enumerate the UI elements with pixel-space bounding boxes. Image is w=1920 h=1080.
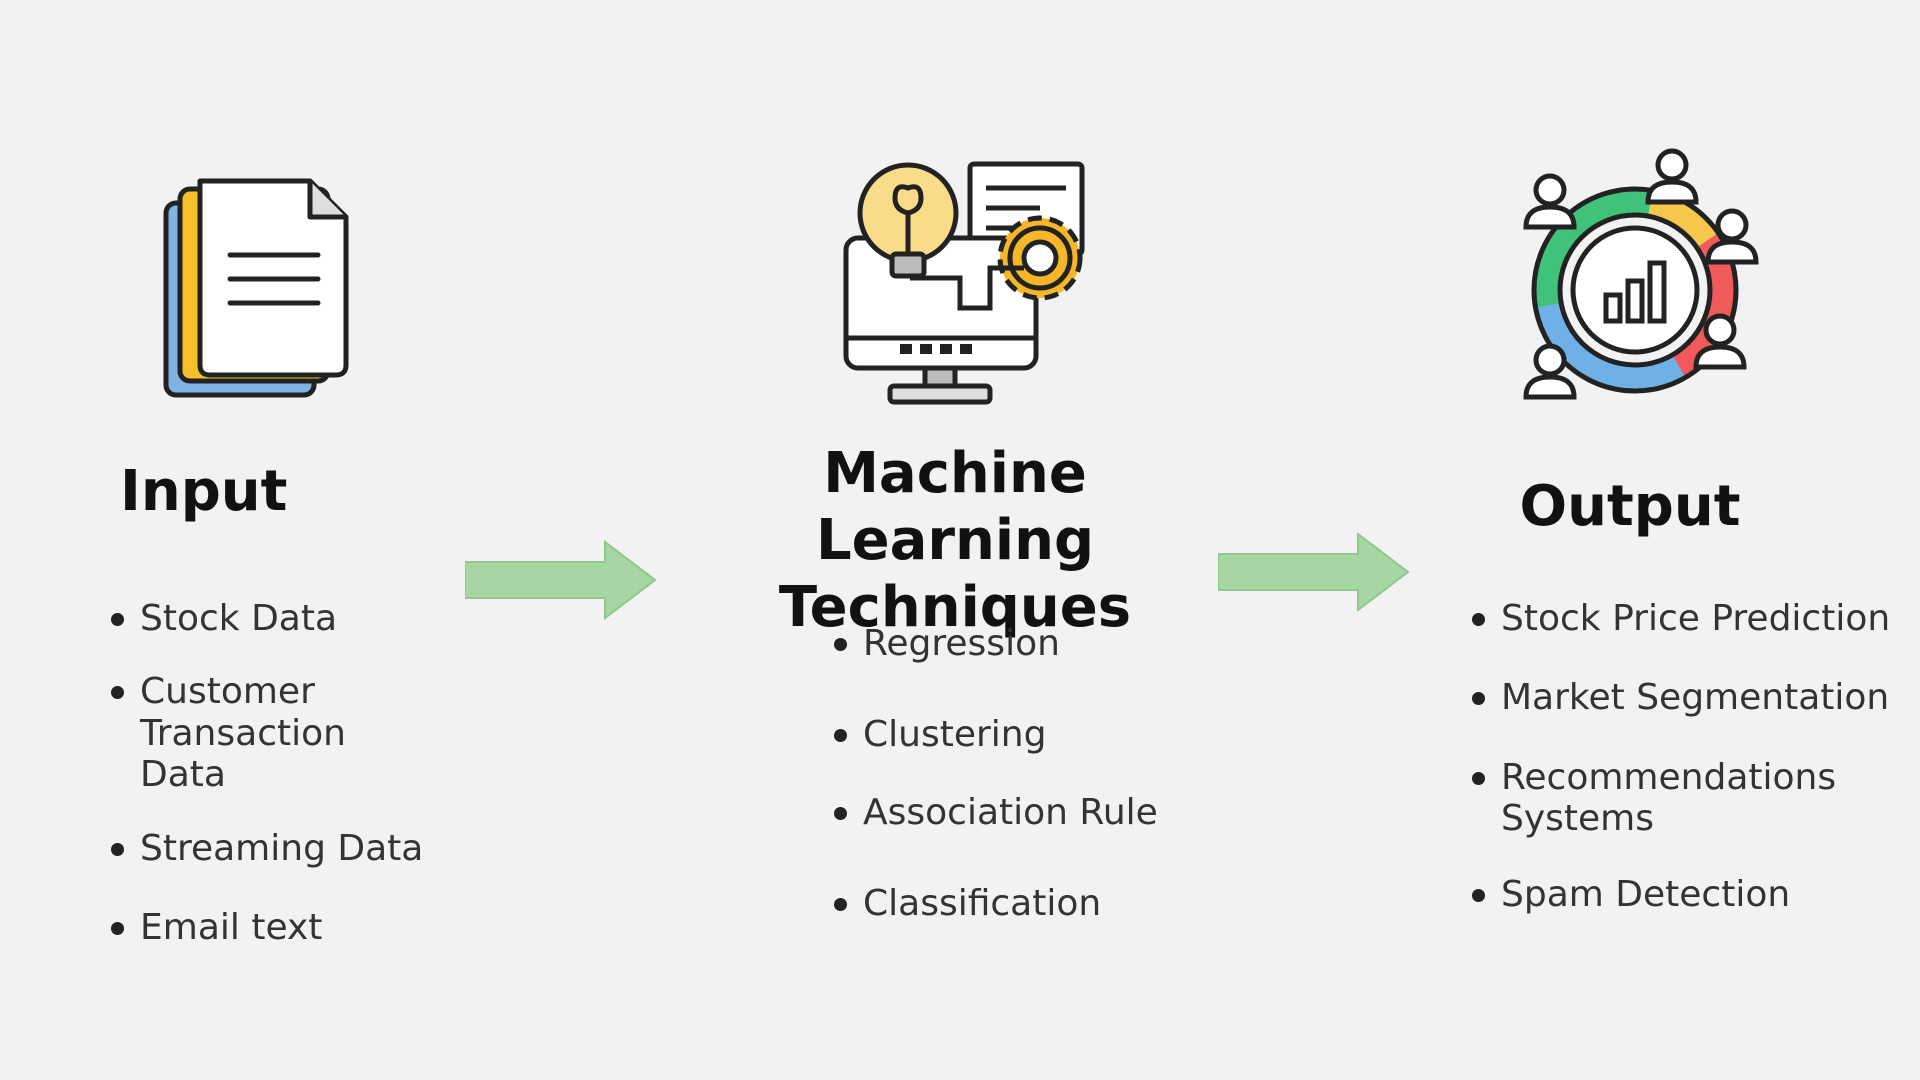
ml-title-line-2: Techniques <box>778 575 1132 641</box>
list-item-label: Association Rule <box>863 791 1158 833</box>
list-item: Classification <box>830 883 1210 924</box>
list-item: Clustering <box>830 714 1210 755</box>
output-title: Output <box>1519 474 1741 539</box>
list-item-label: Streaming Data <box>140 827 424 869</box>
list-item: Association Rule <box>830 792 1210 833</box>
list-item-label: Clustering <box>863 714 1047 756</box>
list-item-label: Regression <box>863 623 1060 664</box>
ml-title: Machine Learning Techniques <box>690 440 1220 642</box>
list-item-label: Market Segmentation <box>1501 677 1890 719</box>
list-item: Email text <box>107 907 467 948</box>
list-item: Regression <box>830 623 1210 664</box>
list-item: Stock Price Prediction <box>1468 598 1908 639</box>
list-item-label: Classification <box>863 883 1102 925</box>
analytics-people-icon <box>1523 148 1759 400</box>
list-item: Market Segmentation <box>1468 677 1908 718</box>
ml-list: Regression Clustering Association Rule C… <box>830 623 1210 925</box>
flow-arrow-right-icon <box>1218 532 1410 612</box>
output-list: Stock Price Prediction Market Segmentati… <box>1468 598 1908 915</box>
list-item: Streaming Data <box>107 828 467 869</box>
list-item-label: Stock Data <box>140 598 338 639</box>
flow-arrow-right-icon <box>465 540 657 620</box>
list-item: Customer Transaction Data <box>107 671 440 795</box>
list-item-label: Email text <box>140 906 323 948</box>
ml-title-line-1: Machine Learning <box>815 441 1095 574</box>
list-item-label: Customer Transaction Data <box>140 671 346 796</box>
list-item: Stock Data <box>107 598 467 639</box>
list-item-label: Spam Detection <box>1501 873 1791 915</box>
list-item-label: Stock Price Prediction <box>1501 598 1891 639</box>
input-list: Stock Data Customer Transaction Data Str… <box>107 598 467 948</box>
ai-computer-icon <box>843 161 1085 405</box>
list-item: Spam Detection <box>1468 874 1908 915</box>
list-item-label: Recommendations Systems <box>1501 756 1837 840</box>
documents-icon <box>163 178 349 398</box>
list-item: Recommendations Systems <box>1468 757 1881 840</box>
input-title: Input <box>120 459 288 524</box>
